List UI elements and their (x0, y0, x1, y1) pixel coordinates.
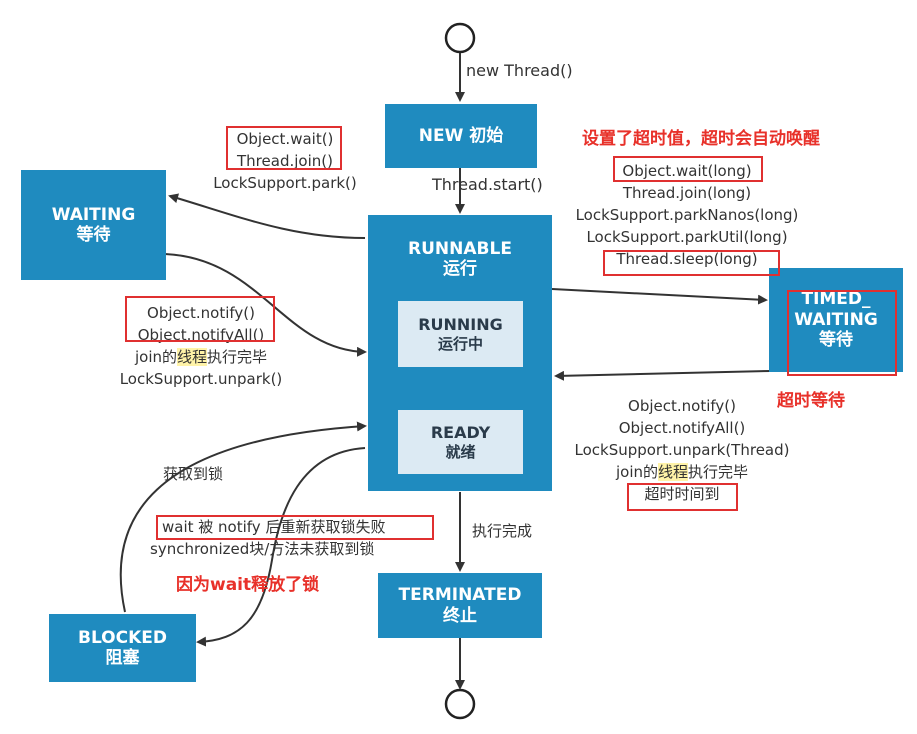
state-new-label: NEW 初始 (418, 125, 504, 146)
state-timed-waiting: TIMED_ WAITING 等待 (769, 268, 903, 372)
state-timed-waiting-en2: WAITING (794, 309, 878, 330)
arrow-to-timed-waiting (551, 288, 768, 305)
state-running-en: RUNNING (418, 314, 503, 334)
label-done: 执行完成 (472, 522, 533, 540)
state-runnable-cn: 运行 (443, 259, 477, 280)
state-waiting-en: WAITING (51, 204, 136, 225)
state-new: NEW 初始 (385, 104, 537, 168)
state-runnable-en: RUNNABLE (408, 239, 512, 259)
state-terminated: TERMINATED 终止 (378, 573, 542, 638)
start-node (444, 22, 476, 54)
label-to-blocked-2: synchronized块/方法未获取到锁 (150, 540, 375, 558)
state-terminated-en: TERMINATED (398, 585, 522, 606)
label-from-timed-4: join的线程执行完毕 (615, 463, 749, 481)
label-from-timed-1: Object.notify() (628, 397, 736, 415)
state-blocked-en: BLOCKED (77, 627, 167, 648)
label-to-waiting-1: Object.wait() (236, 130, 334, 148)
label-from-timed-3: LockSupport.unpark(Thread) (574, 441, 790, 459)
label-from-timed-5: 超时时间到 (644, 485, 720, 503)
label-to-timed-2: Thread.join(long) (622, 184, 752, 202)
state-ready: READY 就绪 (398, 410, 523, 474)
label-from-timed-waiting: Object.notify() Object.notifyAll() LockS… (558, 395, 806, 505)
label-to-waiting-2: Thread.join() (237, 152, 333, 170)
annotation-wait-release: 因为wait释放了锁 (176, 575, 320, 595)
arrow-from-timed-waiting (554, 370, 771, 381)
label-new-thread: new Thread() (466, 61, 573, 80)
label-to-blocked: wait 被 notify 后重新获取锁失败 synchronized块/方法未… (150, 516, 385, 560)
end-node (444, 688, 476, 720)
arrow-blocked-to-runnable (119, 421, 367, 613)
label-blocked-to-runnable: 获取到锁 (163, 465, 224, 483)
state-timed-waiting-en1: TIMED_ (801, 289, 871, 310)
label-to-timed-3: LockSupport.parkNanos(long) (575, 206, 799, 224)
arrow-from-waiting (164, 253, 367, 357)
arrow-to-waiting (168, 193, 366, 239)
label-to-timed-1: Object.wait(long) (622, 162, 752, 180)
state-terminated-cn: 终止 (443, 605, 477, 626)
label-to-timed-5: Thread.sleep(long) (616, 250, 758, 268)
label-from-waiting-2: Object.notifyAll() (137, 326, 265, 344)
label-to-timed-4: LockSupport.parkUtil(long) (586, 228, 788, 246)
label-from-timed-2: Object.notifyAll() (618, 419, 746, 437)
label-from-waiting: Object.notify() Object.notifyAll() join的… (96, 302, 306, 390)
annotation-timed-waiting: 超时等待 (777, 391, 845, 411)
state-ready-en: READY (430, 422, 491, 442)
label-to-waiting-3: LockSupport.park() (213, 174, 357, 192)
state-running: RUNNING 运行中 (398, 301, 523, 367)
label-from-waiting-4: LockSupport.unpark() (119, 370, 283, 388)
label-thread-start: Thread.start() (432, 175, 543, 194)
state-timed-waiting-cn: 等待 (819, 330, 853, 351)
label-from-waiting-1: Object.notify() (147, 304, 255, 322)
state-waiting-cn: 等待 (76, 225, 111, 245)
state-ready-cn: 就绪 (445, 442, 476, 461)
label-from-waiting-3: join的线程执行完毕 (134, 348, 268, 366)
state-blocked: BLOCKED 阻塞 (49, 614, 196, 682)
label-to-timed-waiting: Object.wait(long) Thread.join(long) Lock… (555, 160, 819, 270)
state-waiting: WAITING 等待 (21, 170, 166, 280)
label-to-waiting: Object.wait() Thread.join() LockSupport.… (200, 128, 370, 194)
arrow-to-blocked (196, 447, 366, 647)
label-to-blocked-1: wait 被 notify 后重新获取锁失败 (162, 518, 386, 536)
annotation-timeout: 设置了超时值，超时会自动唤醒 (582, 129, 820, 149)
state-running-cn: 运行中 (437, 334, 483, 353)
state-blocked-cn: 阻塞 (105, 648, 140, 668)
